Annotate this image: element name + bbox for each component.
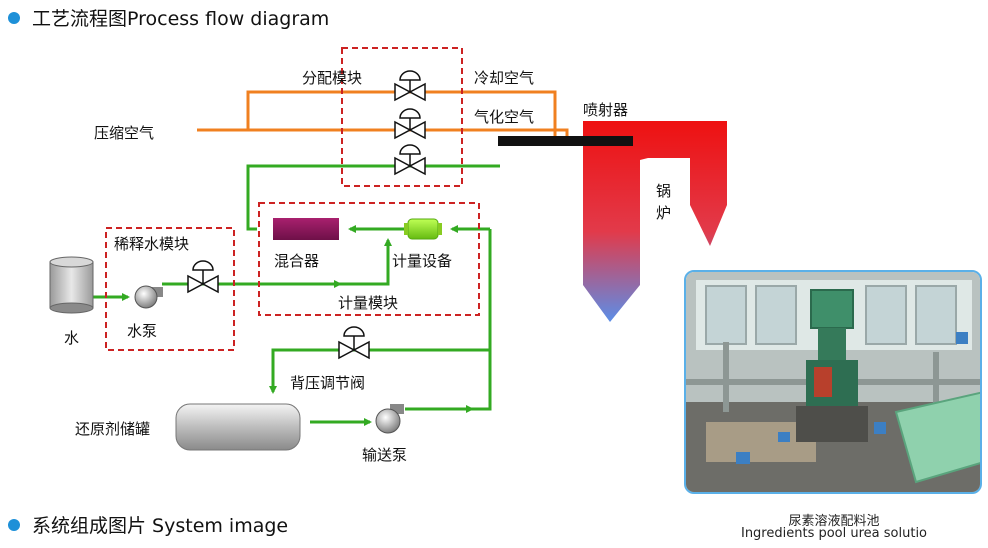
water-label: 水 xyxy=(64,329,80,347)
dilution-module-label: 稀释水模块 xyxy=(114,235,190,253)
reductant-tank-label: 还原剂储罐 xyxy=(75,420,151,438)
mixer-icon xyxy=(273,218,339,240)
solution-lines xyxy=(93,164,500,426)
metering-device-label: 计量设备 xyxy=(392,252,453,270)
distribution-module-label: 分配模块 xyxy=(302,69,363,87)
metering-module-label: 计量模块 xyxy=(338,294,399,312)
compressed-air-label: 压缩空气 xyxy=(94,124,155,142)
process-flow-heading: 工艺流程图Process flow diagram xyxy=(8,4,329,31)
dilution-module-box xyxy=(105,227,235,351)
transfer-pump-icon xyxy=(375,404,404,434)
water-valve-icon xyxy=(394,144,426,176)
bullet-icon xyxy=(8,11,20,24)
system-image-title: 系统组成图片 System image xyxy=(32,515,289,537)
bullet-icon xyxy=(8,518,20,531)
photo-caption-cn: 尿素溶液配料池 xyxy=(788,514,880,529)
system-image-heading: 系统组成图片 System image xyxy=(8,511,288,538)
transfer-pump-label: 输送泵 xyxy=(362,446,408,464)
reductant-tank-icon xyxy=(175,403,301,451)
injector-label: 喷射器 xyxy=(583,101,629,119)
boiler-shape xyxy=(583,121,727,322)
water-tank-icon xyxy=(49,256,94,314)
mixer-label: 混合器 xyxy=(274,252,320,270)
boiler-label: 锅 炉 xyxy=(656,182,672,222)
metering-device-icon xyxy=(404,218,442,240)
atomizing-air-label: 气化空气 xyxy=(474,108,535,126)
back-pressure-valve-label: 背压调节阀 xyxy=(290,374,366,392)
water-pump-icon xyxy=(134,285,163,309)
injector-bar xyxy=(498,136,633,146)
cooling-air-label: 冷却空气 xyxy=(474,69,535,87)
atomizing-air-valve-icon xyxy=(394,108,426,140)
process-flow-title: 工艺流程图Process flow diagram xyxy=(32,8,330,30)
distribution-module-box xyxy=(341,47,463,187)
back-pressure-valve-icon xyxy=(338,326,370,360)
photo-caption-en: Ingredients pool urea solutio xyxy=(740,526,928,541)
urea-solution-pool-photo xyxy=(684,270,982,494)
cooling-air-valve-icon xyxy=(394,70,426,102)
water-pump-label: 水泵 xyxy=(127,322,158,340)
dilution-valve-icon xyxy=(187,260,219,294)
metering-module-box xyxy=(258,202,480,316)
